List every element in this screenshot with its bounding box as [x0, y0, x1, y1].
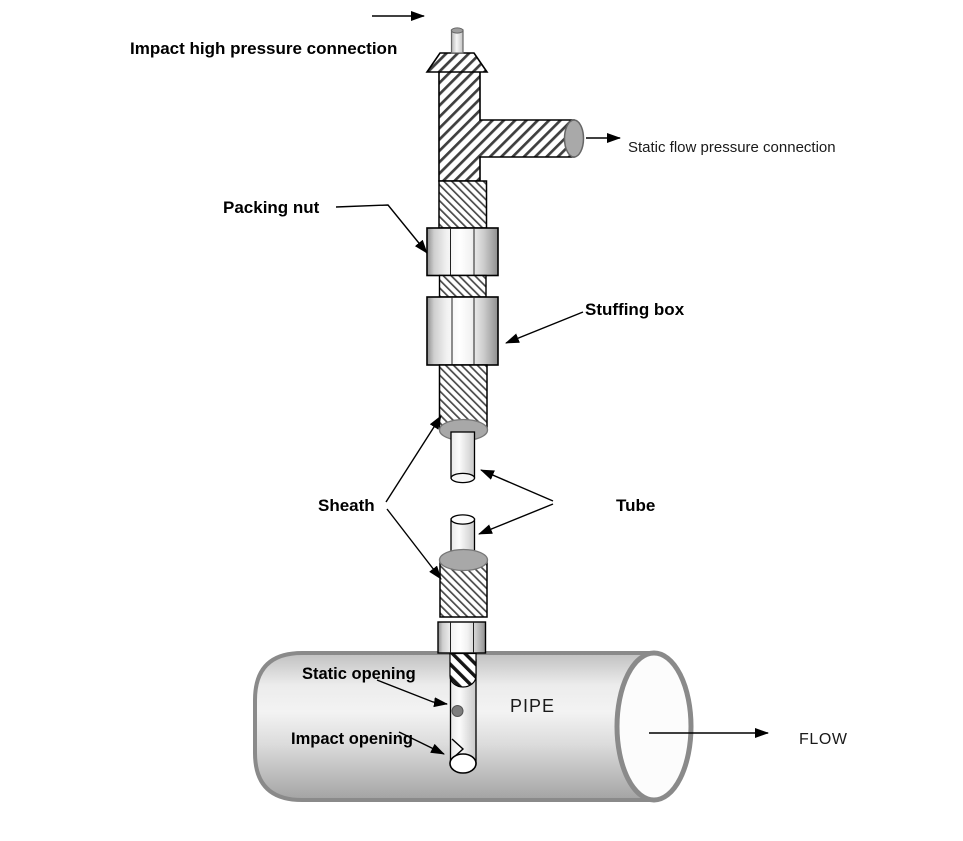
impact-shaft-and-branch [438, 70, 575, 182]
packing-nut-shape [426, 227, 499, 277]
sheath-lower-collar [438, 548, 489, 572]
tube-upper-shape [450, 431, 476, 479]
pipe-end-face [614, 650, 694, 803]
static-opening-leader-arrow [376, 679, 448, 708]
tube-lower-leader-arrow [478, 503, 554, 535]
label-packing-nut: Packing nut [223, 198, 320, 217]
sheath-lower-shape [439, 559, 488, 618]
junction-block [438, 180, 488, 229]
label-sheath: Sheath [318, 496, 375, 515]
label-tube: Tube [616, 496, 656, 515]
tube-upper-leader-arrow [480, 469, 554, 502]
label-impact-high-pressure-connection: Impact high pressure connection [130, 39, 398, 58]
top-cap-trapezoid [425, 52, 489, 73]
label-stuffing-box: Stuffing box [585, 300, 685, 319]
static-opening-dot [451, 705, 464, 717]
tube-lower-top [450, 514, 476, 525]
sheath-lower-leader-arrow [386, 508, 442, 580]
tube-upper-end [450, 472, 476, 484]
label-impact-opening: Impact opening [291, 730, 413, 748]
label-static-opening: Static opening [302, 665, 416, 683]
label-pipe: PIPE [510, 696, 556, 716]
branch-end-cap [563, 119, 585, 158]
probe-tube-tip [449, 753, 477, 774]
pipe-entry-fitting [437, 621, 487, 654]
probe-hatched-segment [449, 652, 477, 688]
stuffing-box-leader-arrow [505, 311, 584, 344]
top-nipple-cap [450, 27, 464, 34]
stuffing-box-shape [426, 296, 499, 366]
mid-shaft [438, 274, 487, 298]
label-static-flow-pressure-connection: Static flow pressure connection [628, 139, 836, 156]
label-flow: FLOW [799, 731, 848, 748]
packing-nut-leader-arrow [335, 204, 428, 254]
impact-opening-leader-arrow [398, 731, 445, 755]
sheath-upper-leader-arrow [385, 415, 442, 503]
